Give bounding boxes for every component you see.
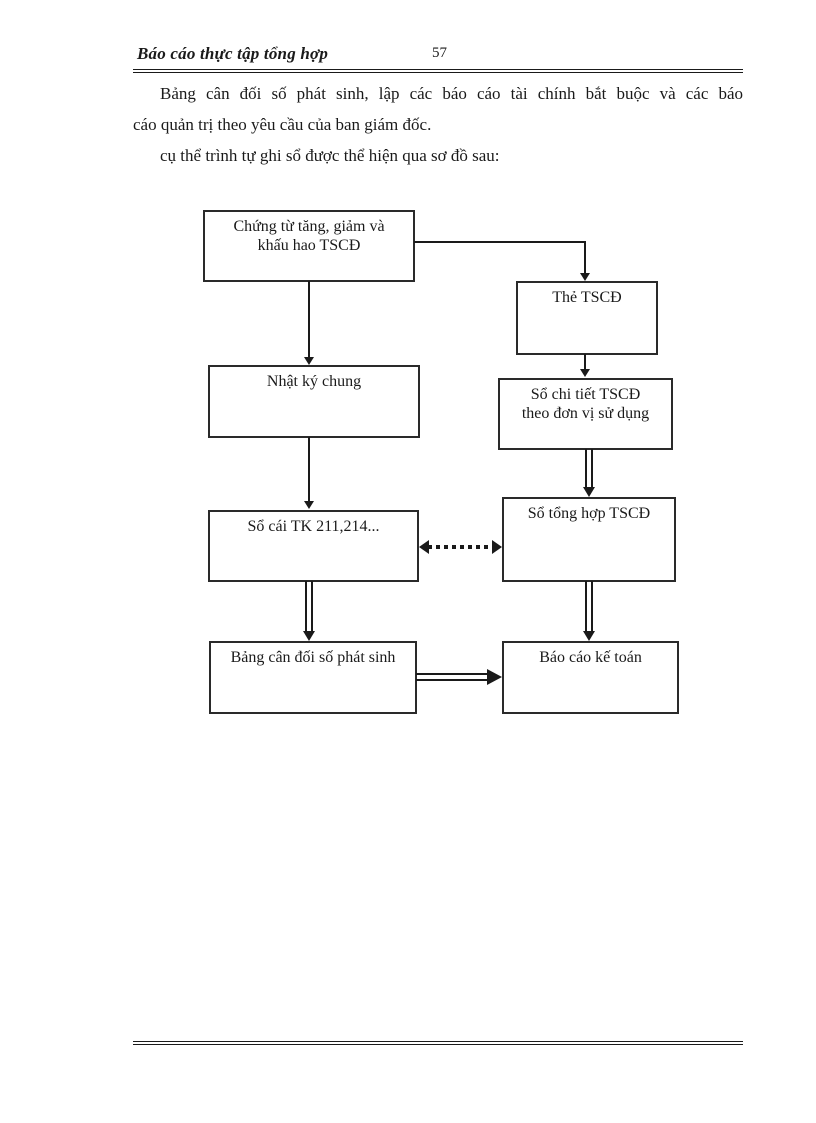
- flow-box-so-tong-hop-tscd: Sổ tổng hợp TSCĐ: [502, 497, 676, 582]
- flow-box-nhat-ky-chung: Nhật ký chung: [208, 365, 420, 438]
- footer-rule: [133, 1041, 743, 1045]
- arrow-bangcandoi-to-baocao-double-line: [416, 673, 487, 681]
- flow-box-label: Sổ chi tiết TSCĐ theo đơn vị sử dụng: [521, 386, 650, 422]
- flow-box-label: Báo cáo kế toán: [539, 649, 642, 666]
- flow-box-chung-tu-tang-giam: Chứng từ tăng, giảm và khấu hao TSCĐ: [203, 210, 415, 282]
- flow-box-label: Bảng cân đối số phát sinh: [230, 649, 396, 666]
- flow-box-so-cai-tk: Sổ cái TK 211,214...: [208, 510, 419, 582]
- arrow-down-icon: [580, 273, 590, 281]
- paragraph-line-1: Bảng cân đối số phát sinh, lập các báo c…: [160, 84, 743, 103]
- flow-box-label: Nhật ký chung: [266, 373, 362, 390]
- flow-box-label: Sổ cái TK 211,214...: [247, 518, 380, 535]
- flow-box-the-tscd: Thẻ TSCĐ: [516, 281, 658, 355]
- arrow-left-icon: [419, 540, 429, 554]
- arrow-socai-sotonghop-dotted-line: [428, 545, 494, 549]
- arrow-down-icon: [583, 631, 595, 641]
- arrow-down-icon: [580, 369, 590, 377]
- body-text: Bảng cân đối số phát sinh, lập các báo c…: [133, 78, 743, 171]
- arrow-the-to-sochitiet-line: [584, 354, 586, 370]
- arrow-right-icon: [487, 669, 502, 685]
- arrow-down-icon: [304, 357, 314, 365]
- arrow-sotonghop-to-baocao-double-line: [585, 581, 593, 632]
- arrow-down-icon: [304, 501, 314, 509]
- flow-box-label: Sổ tổng hợp TSCĐ: [527, 505, 651, 522]
- arrow-down-icon: [583, 487, 595, 497]
- arrow-socai-to-bangcandoi-double-line: [305, 581, 313, 632]
- paragraph-line-2: cáo quản trị theo yêu cầu của ban giám đ…: [133, 115, 432, 134]
- header-title: Báo cáo thực tập tổng hợp: [137, 44, 329, 63]
- flow-box-bao-cao-ke-toan: Báo cáo kế toán: [502, 641, 679, 714]
- arrow-down-icon: [303, 631, 315, 641]
- flow-box-so-chi-tiet-tscd: Sổ chi tiết TSCĐ theo đơn vị sử dụng: [498, 378, 673, 450]
- header-rule: [133, 69, 743, 73]
- flow-box-bang-can-doi: Bảng cân đối số phát sinh: [209, 641, 417, 714]
- arrow-chungtu-to-the-horizontal: [414, 241, 585, 243]
- page-number: 57: [432, 45, 447, 61]
- arrow-nhatky-to-socai-line: [308, 437, 310, 502]
- arrow-right-icon: [492, 540, 502, 554]
- arrow-sochitiet-to-sotonghop-double-line: [585, 449, 593, 488]
- flow-box-label: Chứng từ tăng, giảm và khấu hao TSCĐ: [233, 218, 385, 254]
- arrow-chungtu-to-nhatky-line: [308, 281, 310, 357]
- paragraph-line-3: cụ thể trình tự ghi sổ được thể hiện qua…: [160, 146, 500, 165]
- flow-box-label: Thẻ TSCĐ: [552, 289, 622, 306]
- arrow-chungtu-to-the-vertical: [584, 241, 586, 274]
